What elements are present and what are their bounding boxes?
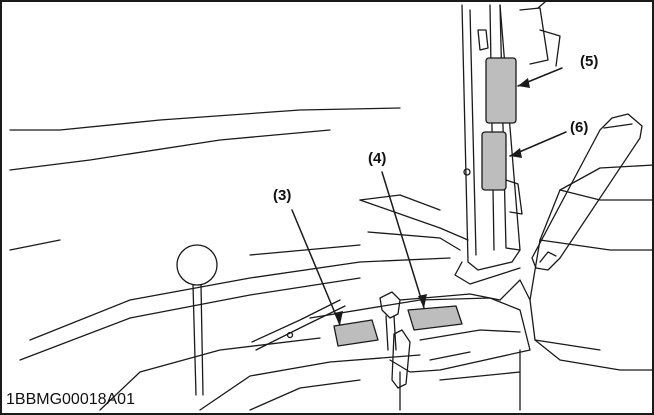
arrowheads xyxy=(334,78,530,325)
console-levers xyxy=(379,291,411,389)
callout-3: (3) xyxy=(273,187,292,204)
figure-id: 1BBMG00018A01 xyxy=(6,391,135,408)
armrest xyxy=(531,113,643,271)
callout-6: (6) xyxy=(570,119,589,136)
label-3-decal xyxy=(333,319,379,347)
leader-3 xyxy=(291,209,341,326)
shift-knob xyxy=(176,244,218,286)
callout-4: (4) xyxy=(368,150,387,167)
control-rods xyxy=(251,299,346,351)
floor-platform xyxy=(19,194,469,411)
leader-4 xyxy=(381,171,425,309)
pillar-labels xyxy=(481,57,517,191)
label-5-decal xyxy=(485,57,517,124)
label-4-decal xyxy=(407,305,463,331)
console-labels xyxy=(333,305,463,347)
callout-5: (5) xyxy=(580,53,599,70)
fender xyxy=(9,107,401,251)
shift-lever xyxy=(176,244,218,396)
label-6-decal xyxy=(481,131,507,191)
